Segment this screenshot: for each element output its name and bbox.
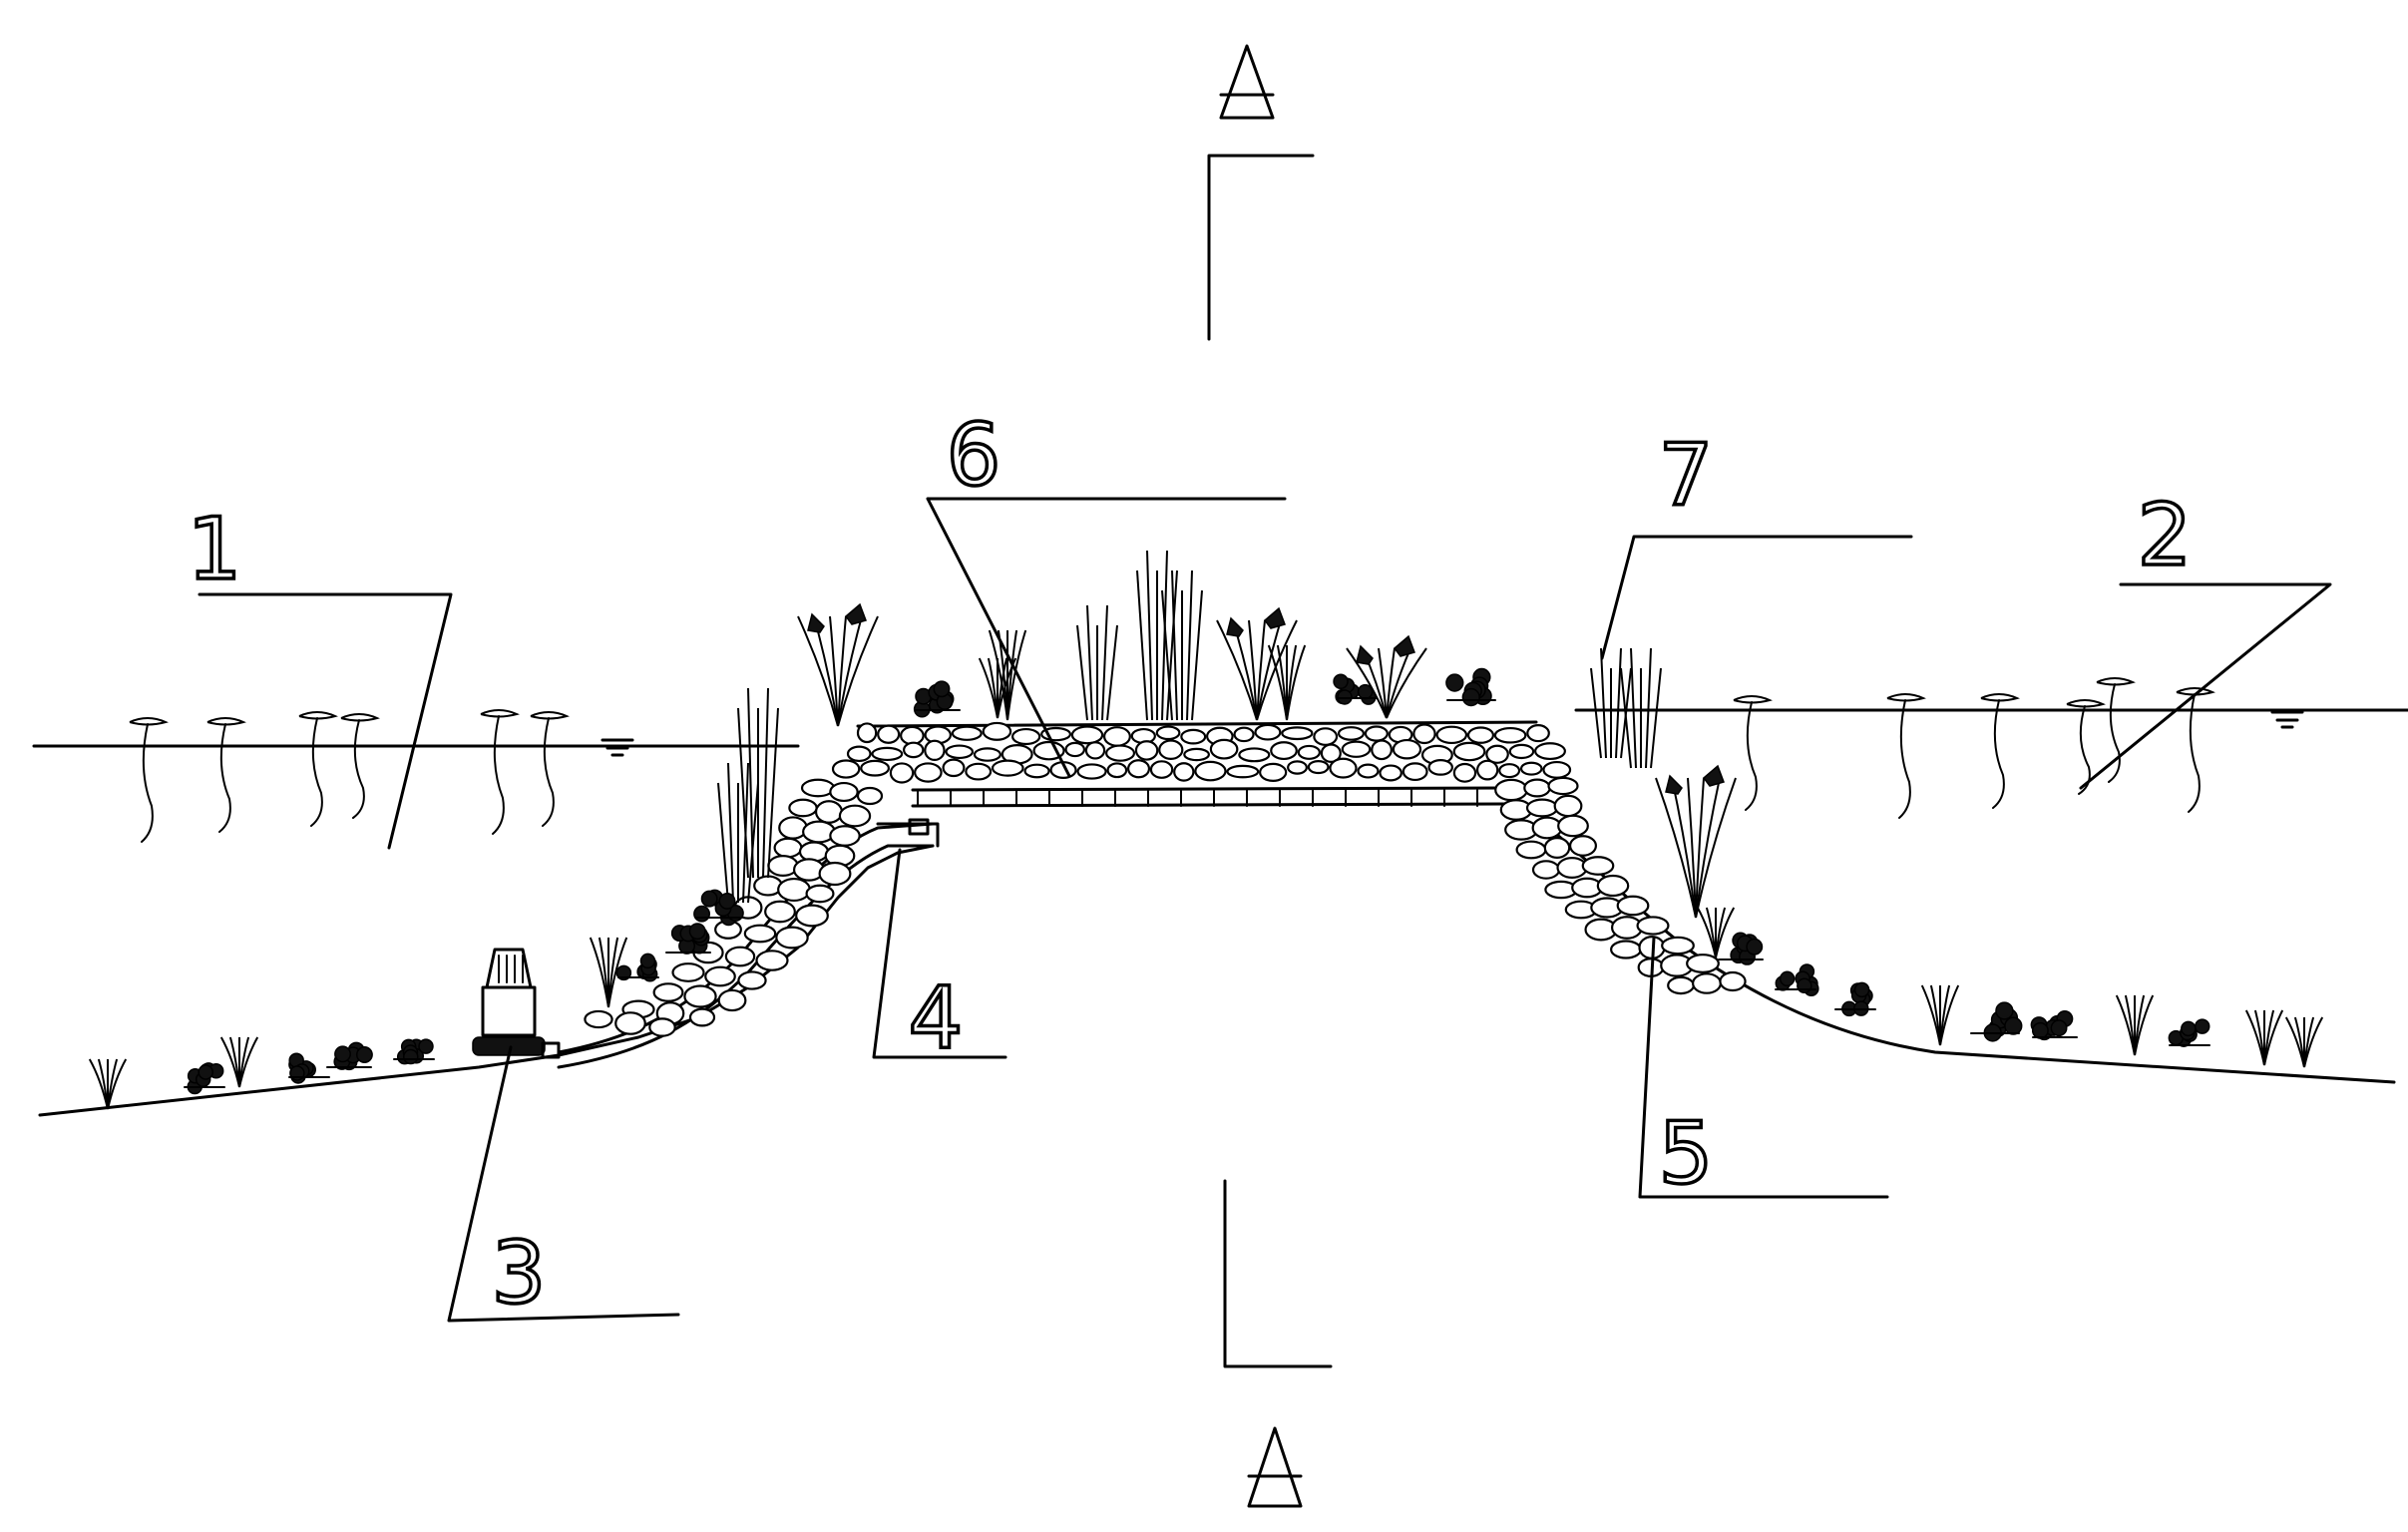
label-4: 4 [909, 968, 964, 1068]
vegetation [88, 550, 2324, 1110]
filter-layer-top [911, 786, 1508, 808]
label-5: 5 [1659, 1104, 1714, 1204]
section-marker-bottom: A [1223, 1179, 1333, 1508]
water-surface-line [32, 708, 2408, 748]
water-pump [472, 948, 561, 1059]
floating-aquatic-plants [129, 677, 2215, 843]
label-6: 6 [947, 406, 1002, 506]
section-marker-top: A [1207, 39, 1315, 341]
water-level-triangle [601, 710, 2304, 757]
levee-top-surface [856, 720, 1538, 728]
leader-lines [198, 497, 2332, 1323]
label-1: 1 [188, 500, 242, 599]
label-7: 7 [1659, 426, 1714, 526]
section-cut-line-bottom [1223, 1179, 1333, 1368]
section-cut-line-top [1207, 154, 1315, 341]
filter-layer-blocks [917, 789, 1478, 807]
section-letter-top: A [1218, 39, 1277, 139]
stone-fill-layer [584, 721, 1747, 1037]
label-3: 3 [492, 1224, 547, 1324]
label-2: 2 [2138, 486, 2193, 585]
pipe-outlet [876, 818, 940, 848]
